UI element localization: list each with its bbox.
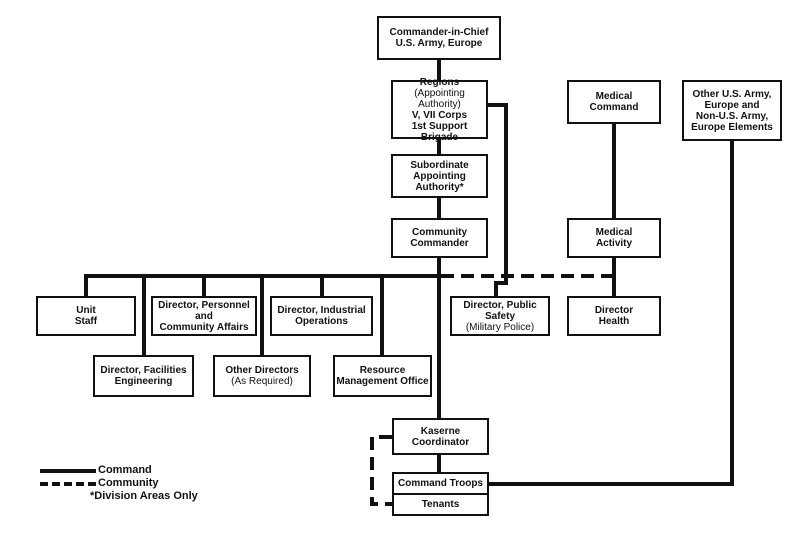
regions-box: Regions (Appointing Authority) V, VII Co… (391, 76, 488, 143)
other-directors-box: Other Directors (As Required) (213, 355, 311, 397)
commander-in-chief-line-1: Commander-in-Chief (389, 27, 489, 38)
legend-community: Community (40, 477, 198, 490)
subordinate-line-3: Authority* (415, 181, 464, 193)
commander-in-chief-box: Commander-in-Chief U.S. Army, Europe (377, 16, 501, 60)
command-troops-box: Command Troops (392, 472, 489, 495)
legend-note: *Division Areas Only (90, 490, 198, 502)
director-health-line-1: Director (594, 305, 634, 316)
commander-in-chief-line-2: U.S. Army, Europe (395, 38, 483, 49)
regions-sub-2: Authority) (418, 98, 461, 110)
director-public-safety-sub: (Military Police) (465, 321, 535, 333)
director-public-safety-line-1: Director, Public (463, 299, 537, 311)
other-us-army-line-2: Europe and (704, 99, 760, 111)
command-troops-label: Command Troops (397, 478, 483, 489)
kaserne-line-2: Coordinator (411, 436, 470, 448)
legend-community-label: Community (98, 477, 159, 489)
director-industrial-line-2: Operations (295, 316, 348, 327)
regions-sub-1: (Appointing (414, 87, 465, 99)
director-health-line-2: Health (598, 316, 630, 327)
community-commander-line-2: Commander (410, 238, 469, 249)
unit-staff-box: Unit Staff (36, 296, 136, 336)
tenants-label: Tenants (421, 499, 460, 510)
kaserne-coordinator-box: Kaserne Coordinator (392, 418, 489, 455)
regions-line-3: V, VII Corps (411, 109, 468, 121)
other-us-army-line-4: Europe Elements (691, 121, 773, 133)
tenants-box: Tenants (392, 493, 489, 516)
director-personnel-box: Director, Personnel and Community Affair… (151, 296, 257, 336)
director-personnel-line-3: Community Affairs (159, 321, 249, 333)
community-line-kaserne-tenants (370, 435, 392, 506)
legend-command-label: Command (98, 464, 152, 476)
resource-management-line-1: Resource (359, 365, 406, 376)
other-us-army-line-3: Non-U.S. Army, (695, 110, 769, 122)
legend-note-row: *Division Areas Only (40, 490, 198, 503)
unit-staff-line-2: Staff (74, 316, 98, 327)
unit-staff-line-1: Unit (76, 305, 96, 316)
legend: Command Community *Division Areas Only (40, 464, 198, 503)
legend-command: Command (40, 464, 198, 477)
command-line-public-safety (488, 103, 508, 296)
regions-title: Regions (419, 76, 460, 88)
resource-management-box: Resource Management Office (333, 355, 432, 397)
medical-activity-line-2: Activity (595, 238, 633, 249)
director-facilities-line-1: Director, Facilities (100, 365, 187, 376)
medical-command-line-1: Medical (595, 91, 633, 102)
other-directors-sub: (As Required) (231, 376, 293, 387)
director-public-safety-line-2: Safety (484, 310, 515, 322)
subordinate-line-2: Appointing (413, 170, 466, 182)
legend-command-swatch (40, 468, 96, 473)
community-commander-box: Community Commander (391, 218, 488, 258)
director-personnel-line-1: Director, Personnel (158, 299, 250, 311)
medical-activity-line-1: Medical (595, 227, 633, 238)
other-us-army-box: Other U.S. Army, Europe and Non-U.S. Arm… (682, 80, 782, 141)
other-directors-line-1: Other Directors (225, 365, 299, 376)
director-industrial-line-1: Director, Industrial (277, 305, 366, 316)
kaserne-line-1: Kaserne (420, 425, 461, 437)
legend-community-swatch (40, 481, 96, 486)
director-public-safety-box: Director, Public Safety (Military Police… (450, 296, 550, 336)
director-personnel-line-2: and (195, 310, 213, 322)
medical-activity-box: Medical Activity (567, 218, 661, 258)
subordinate-authority-box: Subordinate Appointing Authority* (391, 154, 488, 198)
medical-command-box: Medical Command (567, 80, 661, 124)
director-industrial-box: Director, Industrial Operations (270, 296, 373, 336)
director-facilities-box: Director, Facilities Engineering (93, 355, 194, 397)
director-health-box: Director Health (567, 296, 661, 336)
command-line-other-elements (489, 141, 734, 486)
medical-command-line-2: Command (589, 102, 639, 113)
director-facilities-line-2: Engineering (114, 376, 173, 387)
subordinate-line-1: Subordinate (410, 159, 469, 171)
other-us-army-line-1: Other U.S. Army, (692, 88, 772, 100)
regions-line-4: 1st Support Brigade (411, 120, 468, 143)
resource-management-line-2: Management Office (336, 376, 429, 387)
community-commander-line-1: Community (412, 227, 467, 238)
